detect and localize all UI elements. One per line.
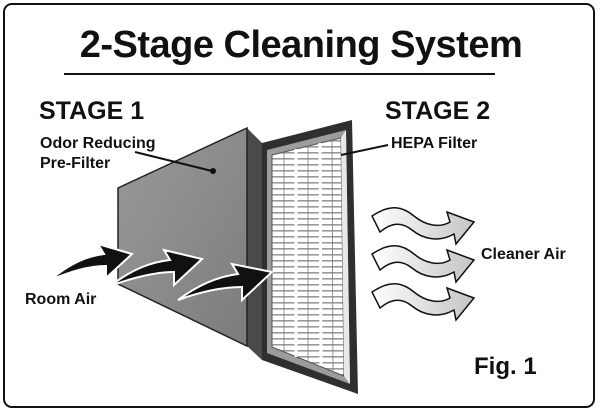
figure-label: Fig. 1: [474, 353, 537, 380]
cleaner-air-arrow-icon: [371, 245, 476, 284]
room-air-arrow-icon: [49, 242, 134, 281]
room-air-label: Room Air: [25, 291, 97, 308]
stage1-line1: Odor Reducing: [40, 135, 156, 152]
pre-filter-panel: [117, 126, 262, 360]
cleaner-air-arrow-icon: [371, 283, 476, 322]
title-underline: [64, 73, 495, 75]
stage1-callout-line: [134, 151, 213, 172]
stage1-callout-dot: [210, 168, 216, 174]
diagram-title: 2-Stage Cleaning System: [79, 24, 523, 66]
room-air-arrow-icon: [177, 262, 275, 303]
hepa-filter: [262, 120, 358, 394]
stage2-heading: STAGE 2: [385, 97, 491, 125]
stage1-line2: Pre-Filter: [40, 155, 111, 172]
stage2-label: HEPA Filter: [391, 135, 478, 152]
figure-frame: [3, 3, 595, 408]
stage2-callout-line: [340, 144, 389, 156]
cleaner-air-arrow-icon: [371, 207, 476, 246]
stage1-heading: STAGE 1: [39, 97, 145, 125]
room-air-arrow-icon: [109, 248, 205, 288]
cleaner-air-label: Cleaner Air: [481, 246, 566, 263]
